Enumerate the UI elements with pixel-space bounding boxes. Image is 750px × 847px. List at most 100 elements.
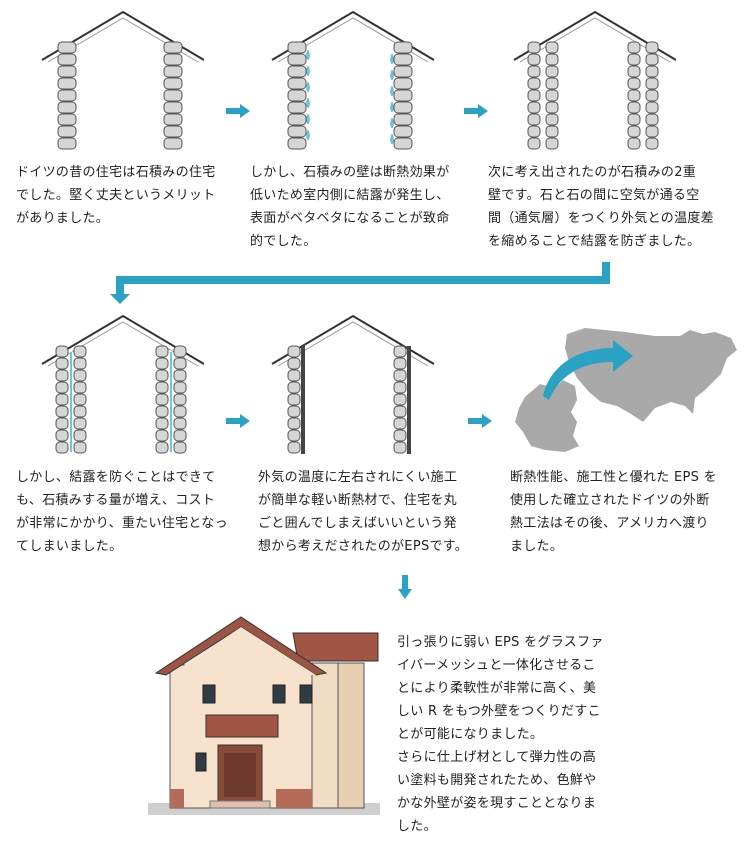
stone [545, 89, 559, 102]
stone [163, 125, 183, 138]
stone [163, 53, 183, 66]
stone [645, 77, 659, 90]
stone [173, 381, 187, 394]
stone-column [73, 345, 87, 454]
stone [545, 53, 559, 66]
stone [287, 393, 301, 406]
arrow-right-4 [468, 414, 492, 428]
stone-column [287, 345, 301, 454]
stone [545, 65, 559, 78]
modern-eps-house [148, 616, 380, 815]
house-stone-single [41, 10, 205, 150]
stone-column [393, 345, 407, 454]
stone [163, 65, 183, 78]
stone [287, 113, 307, 126]
stone [627, 125, 641, 138]
stone-column [55, 345, 69, 454]
stone [393, 89, 413, 102]
condensation-drop [390, 69, 394, 81]
stone [73, 429, 87, 442]
stone [173, 393, 187, 406]
stone [393, 345, 407, 358]
house-stone-double-heavy [41, 314, 205, 454]
stone [173, 417, 187, 430]
stone [393, 393, 407, 406]
stone [527, 41, 541, 54]
stone [55, 429, 69, 442]
stone-column [173, 345, 187, 454]
stone [163, 137, 183, 150]
stone [73, 345, 87, 358]
condensation-drop [390, 133, 394, 145]
stone [287, 125, 307, 138]
condensation-drop [390, 117, 394, 129]
stone [155, 369, 169, 382]
stone [55, 369, 69, 382]
stone [287, 77, 307, 90]
stone [55, 417, 69, 430]
stone [627, 41, 641, 54]
stone [527, 125, 541, 138]
stone [173, 441, 187, 454]
stone [287, 345, 301, 358]
stone [57, 65, 77, 78]
stone [73, 441, 87, 454]
stone [55, 393, 69, 406]
stone [545, 77, 559, 90]
house-stone-double [513, 10, 677, 150]
stone [287, 417, 301, 430]
step-6-caption: 断熱性能、施工性と優れた EPS を 使用した確立されたドイツの外断 熱工法はそ… [510, 470, 717, 554]
stone [155, 345, 169, 358]
condensation-drop [390, 53, 394, 65]
stone [393, 137, 413, 150]
stone [55, 405, 69, 418]
condensation-drop [306, 113, 310, 125]
stone [645, 41, 659, 54]
stone [57, 89, 77, 102]
stone [173, 357, 187, 370]
house-eps [271, 314, 435, 454]
stone [163, 41, 183, 54]
stone [545, 125, 559, 138]
migration-arrow [543, 340, 633, 400]
house-stone-condensation [271, 10, 435, 150]
stone [527, 89, 541, 102]
stone [57, 113, 77, 126]
stone [393, 441, 407, 454]
stone [645, 125, 659, 138]
step-4-caption: しかし、結露を防ぐことはできて も、石積みする量が増え、コスト が非常にかかり、… [16, 470, 228, 554]
final-caption: 引っ張りに弱い EPS をグラスファ イバーメッシュと一体化させるこ とにより柔… [397, 635, 604, 834]
stone [287, 357, 301, 370]
connector-arrow [110, 262, 610, 304]
stone [393, 369, 407, 382]
stone [55, 381, 69, 394]
stone [545, 113, 559, 126]
stone [73, 357, 87, 370]
stone [527, 53, 541, 66]
stone [173, 369, 187, 382]
stone [57, 137, 77, 150]
stone [545, 137, 559, 150]
stone [57, 77, 77, 90]
stone [55, 441, 69, 454]
stone [163, 77, 183, 90]
stone [627, 113, 641, 126]
stone [527, 65, 541, 78]
stone [57, 41, 77, 54]
stone [155, 393, 169, 406]
stone [287, 441, 301, 454]
stone [287, 65, 307, 78]
stone [627, 53, 641, 66]
stone [287, 101, 307, 114]
stone-column [287, 41, 307, 150]
stone [627, 101, 641, 114]
stone [173, 405, 187, 418]
stone [55, 357, 69, 370]
germany-shape [515, 380, 579, 452]
stone [393, 125, 413, 138]
stone [545, 101, 559, 114]
stone [287, 89, 307, 102]
step-5-caption: 外気の温度に左右されにくい施工 が簡単な軽い断熱材で、住宅を丸 ごと囲んでしまえ… [258, 470, 469, 554]
stone [55, 345, 69, 358]
stone [393, 405, 407, 418]
